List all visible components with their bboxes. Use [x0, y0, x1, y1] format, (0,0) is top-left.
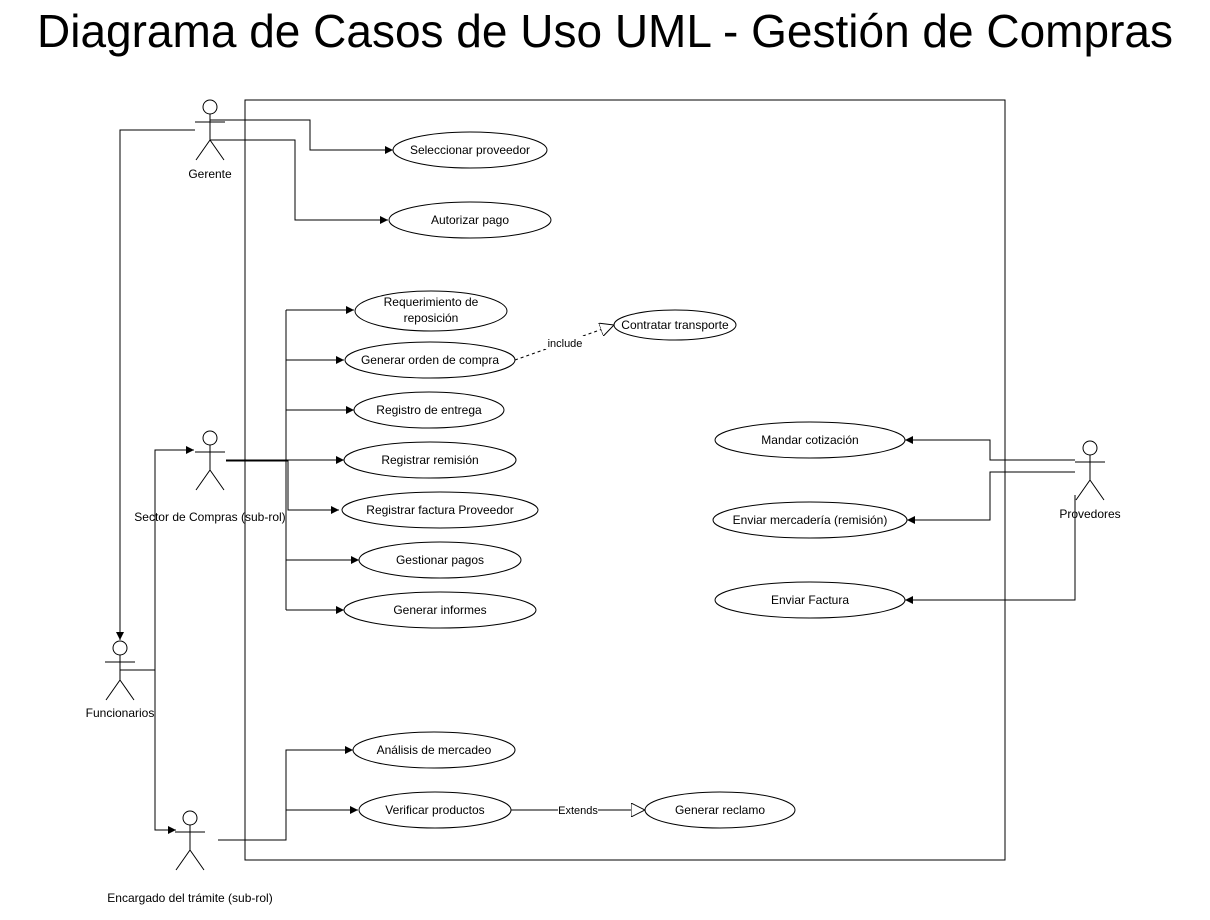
usecase-enviar-mercaderia[interactable]	[712, 501, 908, 539]
connector-proveedores-factura	[905, 495, 1076, 604]
actor-label-encargado: Encargado del trámite (sub-rol)	[107, 891, 272, 905]
usecase-label-reclamo: Generar reclamo	[675, 803, 765, 817]
usecase-enviar-factura[interactable]	[714, 581, 906, 619]
usecase-contratar-transporte[interactable]	[613, 309, 737, 341]
usecase-gestionar-pagos[interactable]	[358, 541, 522, 579]
actor-sector-compras-icon[interactable]	[195, 430, 225, 491]
usecase-seleccionar-proveedor[interactable]	[392, 131, 548, 169]
extends-label: Extends	[558, 805, 598, 817]
actor-proveedores-icon[interactable]	[1075, 440, 1105, 501]
usecase-mandar-cotizacion[interactable]	[714, 421, 906, 459]
connector-proveedores-mercaderia	[907, 471, 1075, 524]
usecase-generar-reclamo[interactable]	[644, 791, 796, 829]
usecase-label-factura: Registrar factura Proveedor	[366, 503, 513, 517]
include-label: include	[548, 338, 583, 350]
usecase-analisis-mercadeo[interactable]	[352, 731, 516, 769]
actor-label-funcionarios: Funcionarios	[86, 706, 155, 720]
connector-gerente-funcionarios	[116, 129, 195, 640]
usecase-label-pagos: Gestionar pagos	[396, 553, 484, 567]
usecase-generar-orden[interactable]	[344, 341, 516, 379]
usecase-label-requerimiento-2: reposición	[404, 311, 459, 325]
usecase-generar-informes[interactable]	[343, 591, 537, 629]
usecase-label-informes: Generar informes	[393, 603, 486, 617]
actor-label-sector-compras: Sector de Compras (sub-rol)	[134, 510, 285, 524]
connector-encargado-analisis	[218, 746, 353, 841]
extends-label-bg	[558, 803, 598, 817]
usecase-label-entrega: Registro de entrega	[376, 403, 482, 417]
usecase-autorizar-pago[interactable]	[388, 201, 552, 239]
usecase-label-autorizar: Autorizar pago	[431, 213, 509, 227]
usecase-label-orden: Generar orden de compra	[361, 353, 499, 367]
usecase-label-seleccionar: Seleccionar proveedor	[410, 143, 530, 157]
usecase-label-requerimiento-1: Requerimiento de	[384, 295, 479, 309]
connector-funcionarios-sector	[120, 446, 194, 671]
usecase-label-transporte: Contratar transporte	[621, 318, 729, 332]
usecase-label-remision: Registrar remisión	[381, 453, 478, 467]
usecase-label-verificar: Verificar productos	[385, 803, 484, 817]
usecase-label-analisis: Análisis de mercadeo	[377, 743, 492, 757]
usecase-verificar-productos[interactable]	[358, 791, 512, 829]
actor-gerente-icon[interactable]	[195, 99, 225, 161]
actor-encargado-icon[interactable]	[175, 810, 205, 871]
page-title: Diagrama de Casos de Uso UML - Gestión d…	[37, 5, 1173, 57]
actor-label-gerente: Gerente	[188, 167, 232, 181]
usecase-label-enviar-factura: Enviar Factura	[771, 593, 849, 607]
connector-gerente-seleccionar	[210, 119, 393, 154]
usecase-requerimiento-reposicion[interactable]	[354, 290, 508, 332]
connector-funcionarios-encargado	[154, 670, 176, 834]
usecase-label-cotizacion: Mandar cotización	[761, 433, 858, 447]
connector-sector-bus	[226, 459, 287, 610]
actor-funcionarios-icon[interactable]	[105, 640, 135, 701]
connector-sector-factura	[226, 460, 339, 514]
actor-label-proveedores: Provedores	[1059, 507, 1120, 521]
system-boundary	[244, 99, 1006, 861]
usecase-registrar-remision[interactable]	[343, 441, 517, 479]
connector-proveedores-cotizacion	[905, 436, 1075, 461]
connector-gerente-autorizar	[210, 139, 388, 224]
usecase-registro-entrega[interactable]	[353, 391, 505, 429]
include-label-bg	[545, 336, 585, 349]
usecase-registrar-factura[interactable]	[341, 491, 539, 529]
usecase-label-mercaderia: Enviar mercadería (remisión)	[733, 513, 888, 527]
